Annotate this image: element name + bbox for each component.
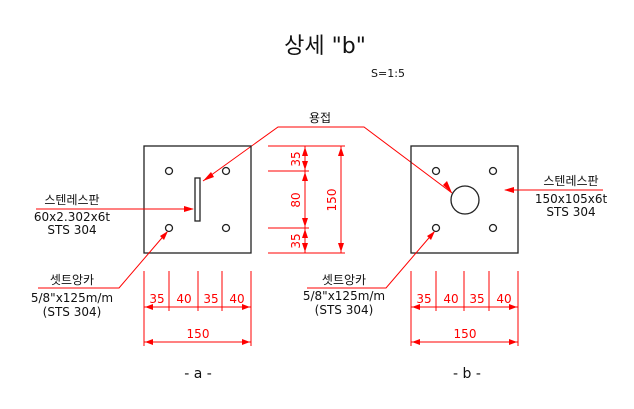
anchor-material-b: (STS 304) — [315, 303, 374, 317]
horizontal-dimensions-b: 35 40 35 40 150 — [410, 271, 519, 346]
dim-h-1: 35 — [149, 292, 164, 306]
weld-label: 용접 — [309, 111, 331, 125]
base-plate-b — [410, 145, 519, 254]
dim-v-2: 80 — [289, 192, 303, 207]
dim-h-3: 35 — [469, 292, 484, 306]
caption-a: - a - — [184, 366, 212, 382]
anchor-hole — [221, 166, 231, 176]
base-plate-a — [143, 145, 252, 254]
dim-h-4: 40 — [229, 292, 244, 306]
detail-a: 스텐레스판 60x2.302x6t STS 304 셋트앙카 5/8"x125m… — [31, 145, 345, 382]
pipe-circle — [450, 185, 480, 215]
dim-h-3: 35 — [203, 292, 218, 306]
plate-spec-a: 60x2.302x6t — [34, 210, 110, 224]
dim-v-3: 35 — [289, 233, 303, 248]
anchor-label-a: 셋트앙카 — [50, 273, 94, 287]
horizontal-dimensions-a: 35 40 35 40 150 — [143, 271, 252, 346]
caption-b: - b - — [453, 366, 481, 382]
anchor-spec-b: 5/8"x125m/m — [303, 289, 385, 303]
anchor-hole — [164, 166, 174, 176]
scale-label: S=1:5 — [371, 67, 405, 80]
dim-h-2: 40 — [443, 292, 458, 306]
plate-material-a: STS 304 — [47, 223, 96, 237]
dim-h-4: 40 — [496, 292, 511, 306]
anchor-hole — [221, 223, 231, 233]
anchor-hole — [431, 223, 441, 233]
anchor-hole — [488, 223, 498, 233]
plate-material-b: STS 304 — [546, 205, 595, 219]
anchor-label-b: 셋트앙카 — [322, 273, 366, 287]
anchor-hole — [488, 166, 498, 176]
drawing-title: 상세 "b" — [284, 34, 366, 59]
vertical-dimensions: 35 80 35 150 — [268, 145, 345, 254]
plate-label-b: 스텐레스판 — [543, 174, 598, 188]
dim-h-total: 150 — [454, 327, 477, 341]
stainless-plate-a — [194, 177, 201, 222]
dim-v-1: 35 — [289, 151, 303, 166]
plate-label-a: 스텐레스판 — [44, 193, 99, 207]
detail-b: 스텐레스판 150x105x6t STS 304 셋트앙카 5/8"x125m/… — [303, 145, 608, 382]
anchor-material-a: (STS 304) — [43, 305, 102, 319]
plate-spec-b: 150x105x6t — [535, 192, 608, 206]
anchor-hole — [164, 223, 174, 233]
weld-leader — [202, 126, 453, 194]
anchor-spec-a: 5/8"x125m/m — [31, 291, 113, 305]
anchor-hole — [431, 166, 441, 176]
dim-h-total: 150 — [187, 327, 210, 341]
dim-h-1: 35 — [416, 292, 431, 306]
dim-v-total: 150 — [325, 189, 339, 212]
dim-h-2: 40 — [176, 292, 191, 306]
